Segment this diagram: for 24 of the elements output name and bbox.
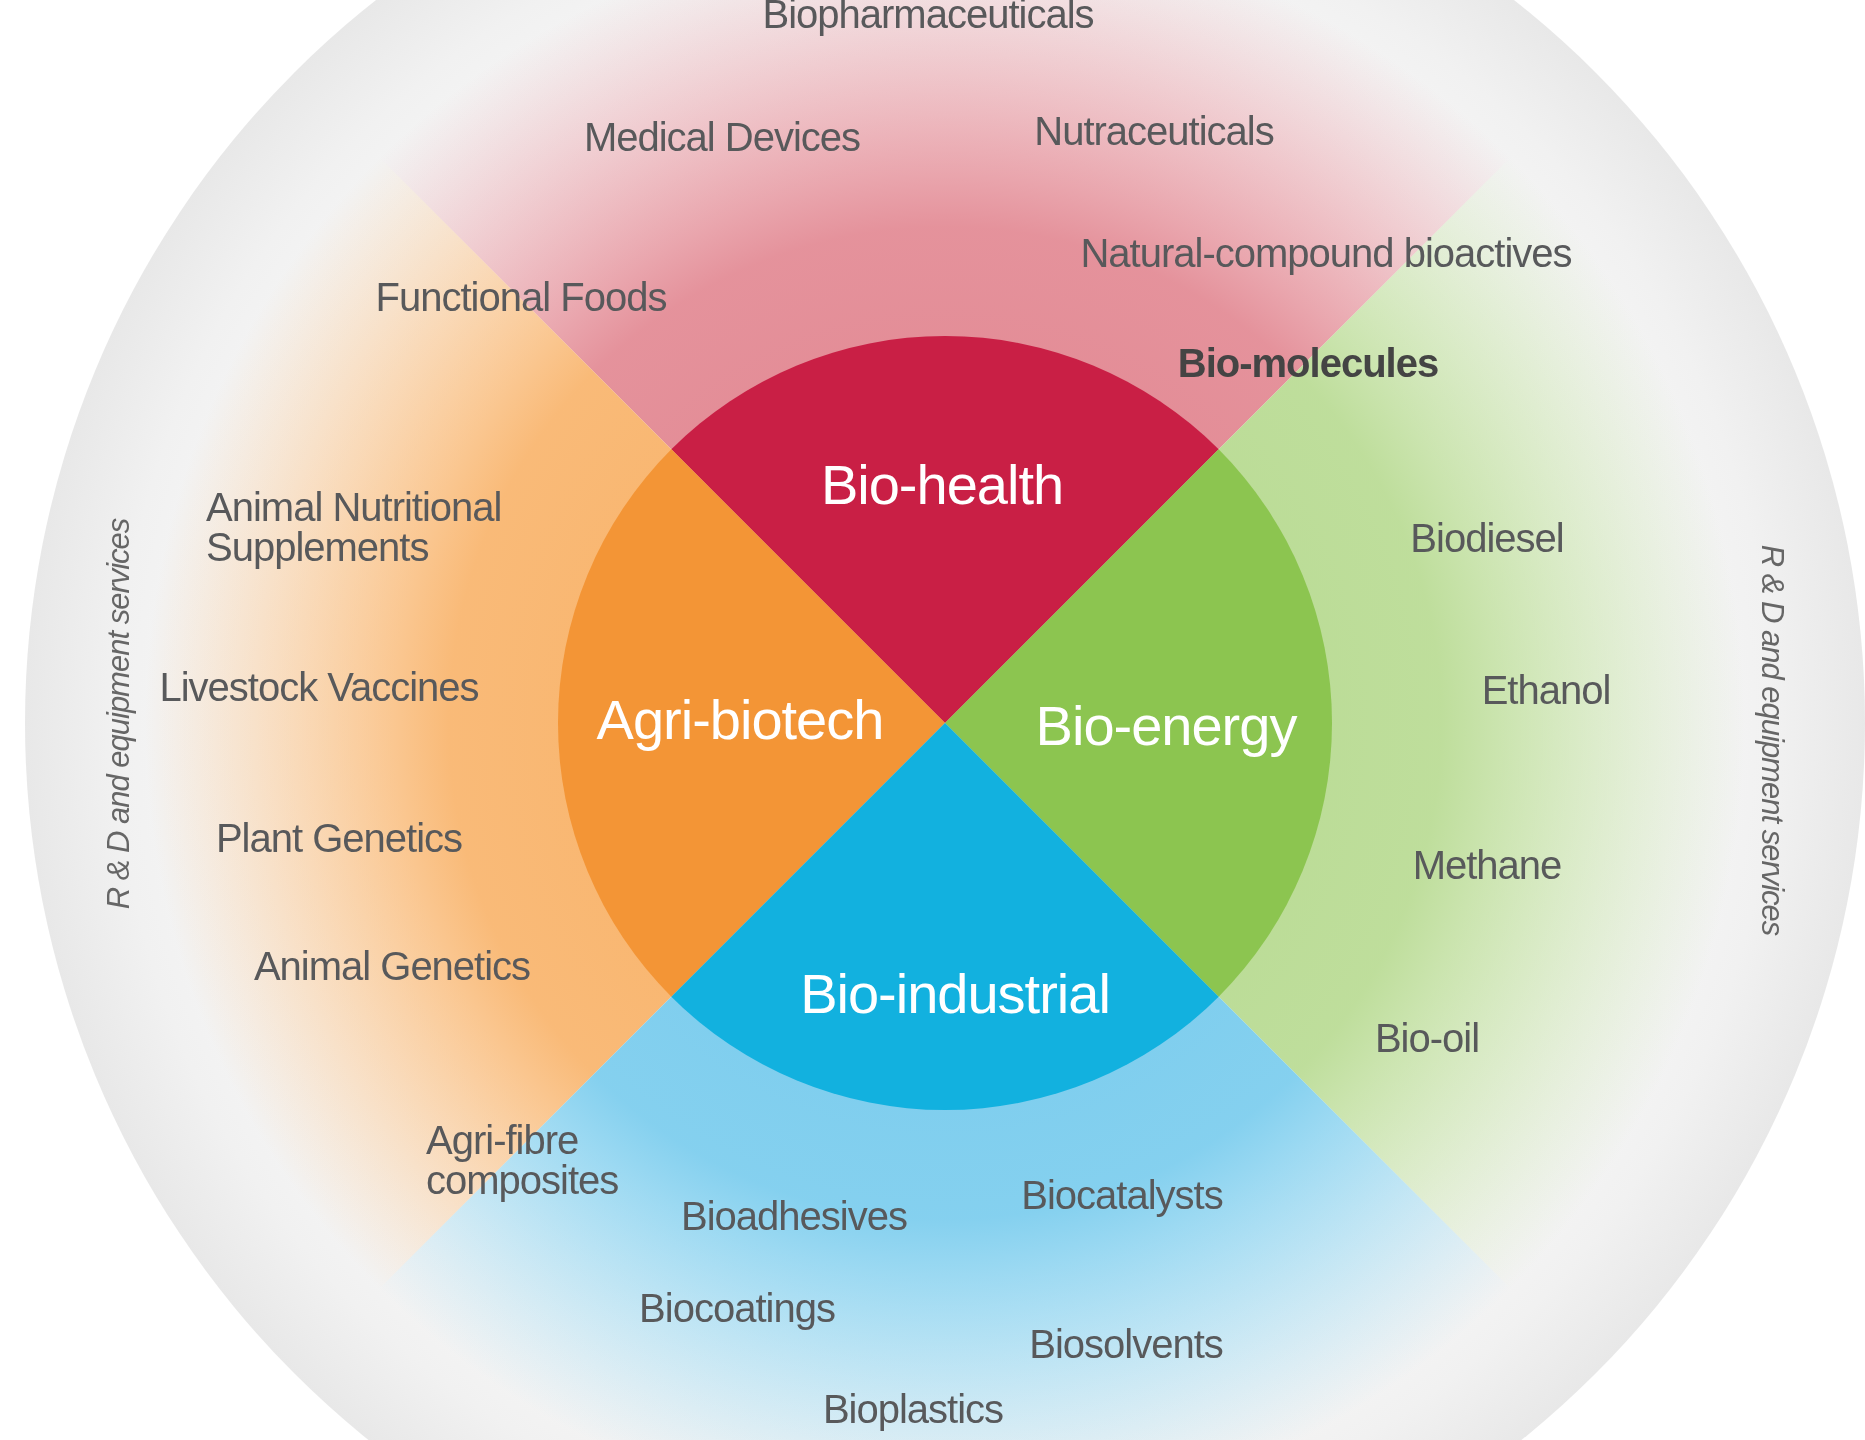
- segment-title: Bio-industrial: [800, 963, 1110, 1025]
- category-label: Nutraceuticals: [1034, 111, 1274, 151]
- category-label: Animal Genetics: [253, 946, 531, 986]
- segment-title: Agri-biotech: [596, 689, 884, 751]
- ring-label: R & D and equipment services: [100, 518, 138, 910]
- category-label: Animal Nutritional Supplements: [206, 487, 503, 567]
- category-label: Functional Foods: [375, 277, 667, 317]
- category-label: Natural-compound bioactives: [1080, 233, 1572, 273]
- category-label: Biocoatings: [639, 1288, 835, 1328]
- category-label: Bio-oil: [1374, 1018, 1480, 1058]
- category-label: Plant Genetics: [215, 818, 463, 858]
- category-label: Ethanol: [1481, 670, 1611, 710]
- segment-title: Bio-health: [820, 454, 1064, 516]
- category-label: Medical Devices: [583, 117, 861, 157]
- category-label: Biodiesel: [1410, 518, 1564, 558]
- category-label: Bioplastics: [822, 1389, 1004, 1429]
- category-label: Livestock Vaccines: [159, 667, 479, 707]
- category-label: Biosolvents: [1029, 1324, 1223, 1364]
- category-label: Methane: [1412, 845, 1562, 885]
- category-label: Biocatalysts: [1021, 1175, 1223, 1215]
- category-label: Bioadhesives: [681, 1196, 907, 1236]
- category-label: Bio-molecules: [1177, 341, 1439, 385]
- ring-label: R & D and equipment services: [1753, 544, 1791, 936]
- segment-title: Bio-energy: [1035, 695, 1297, 757]
